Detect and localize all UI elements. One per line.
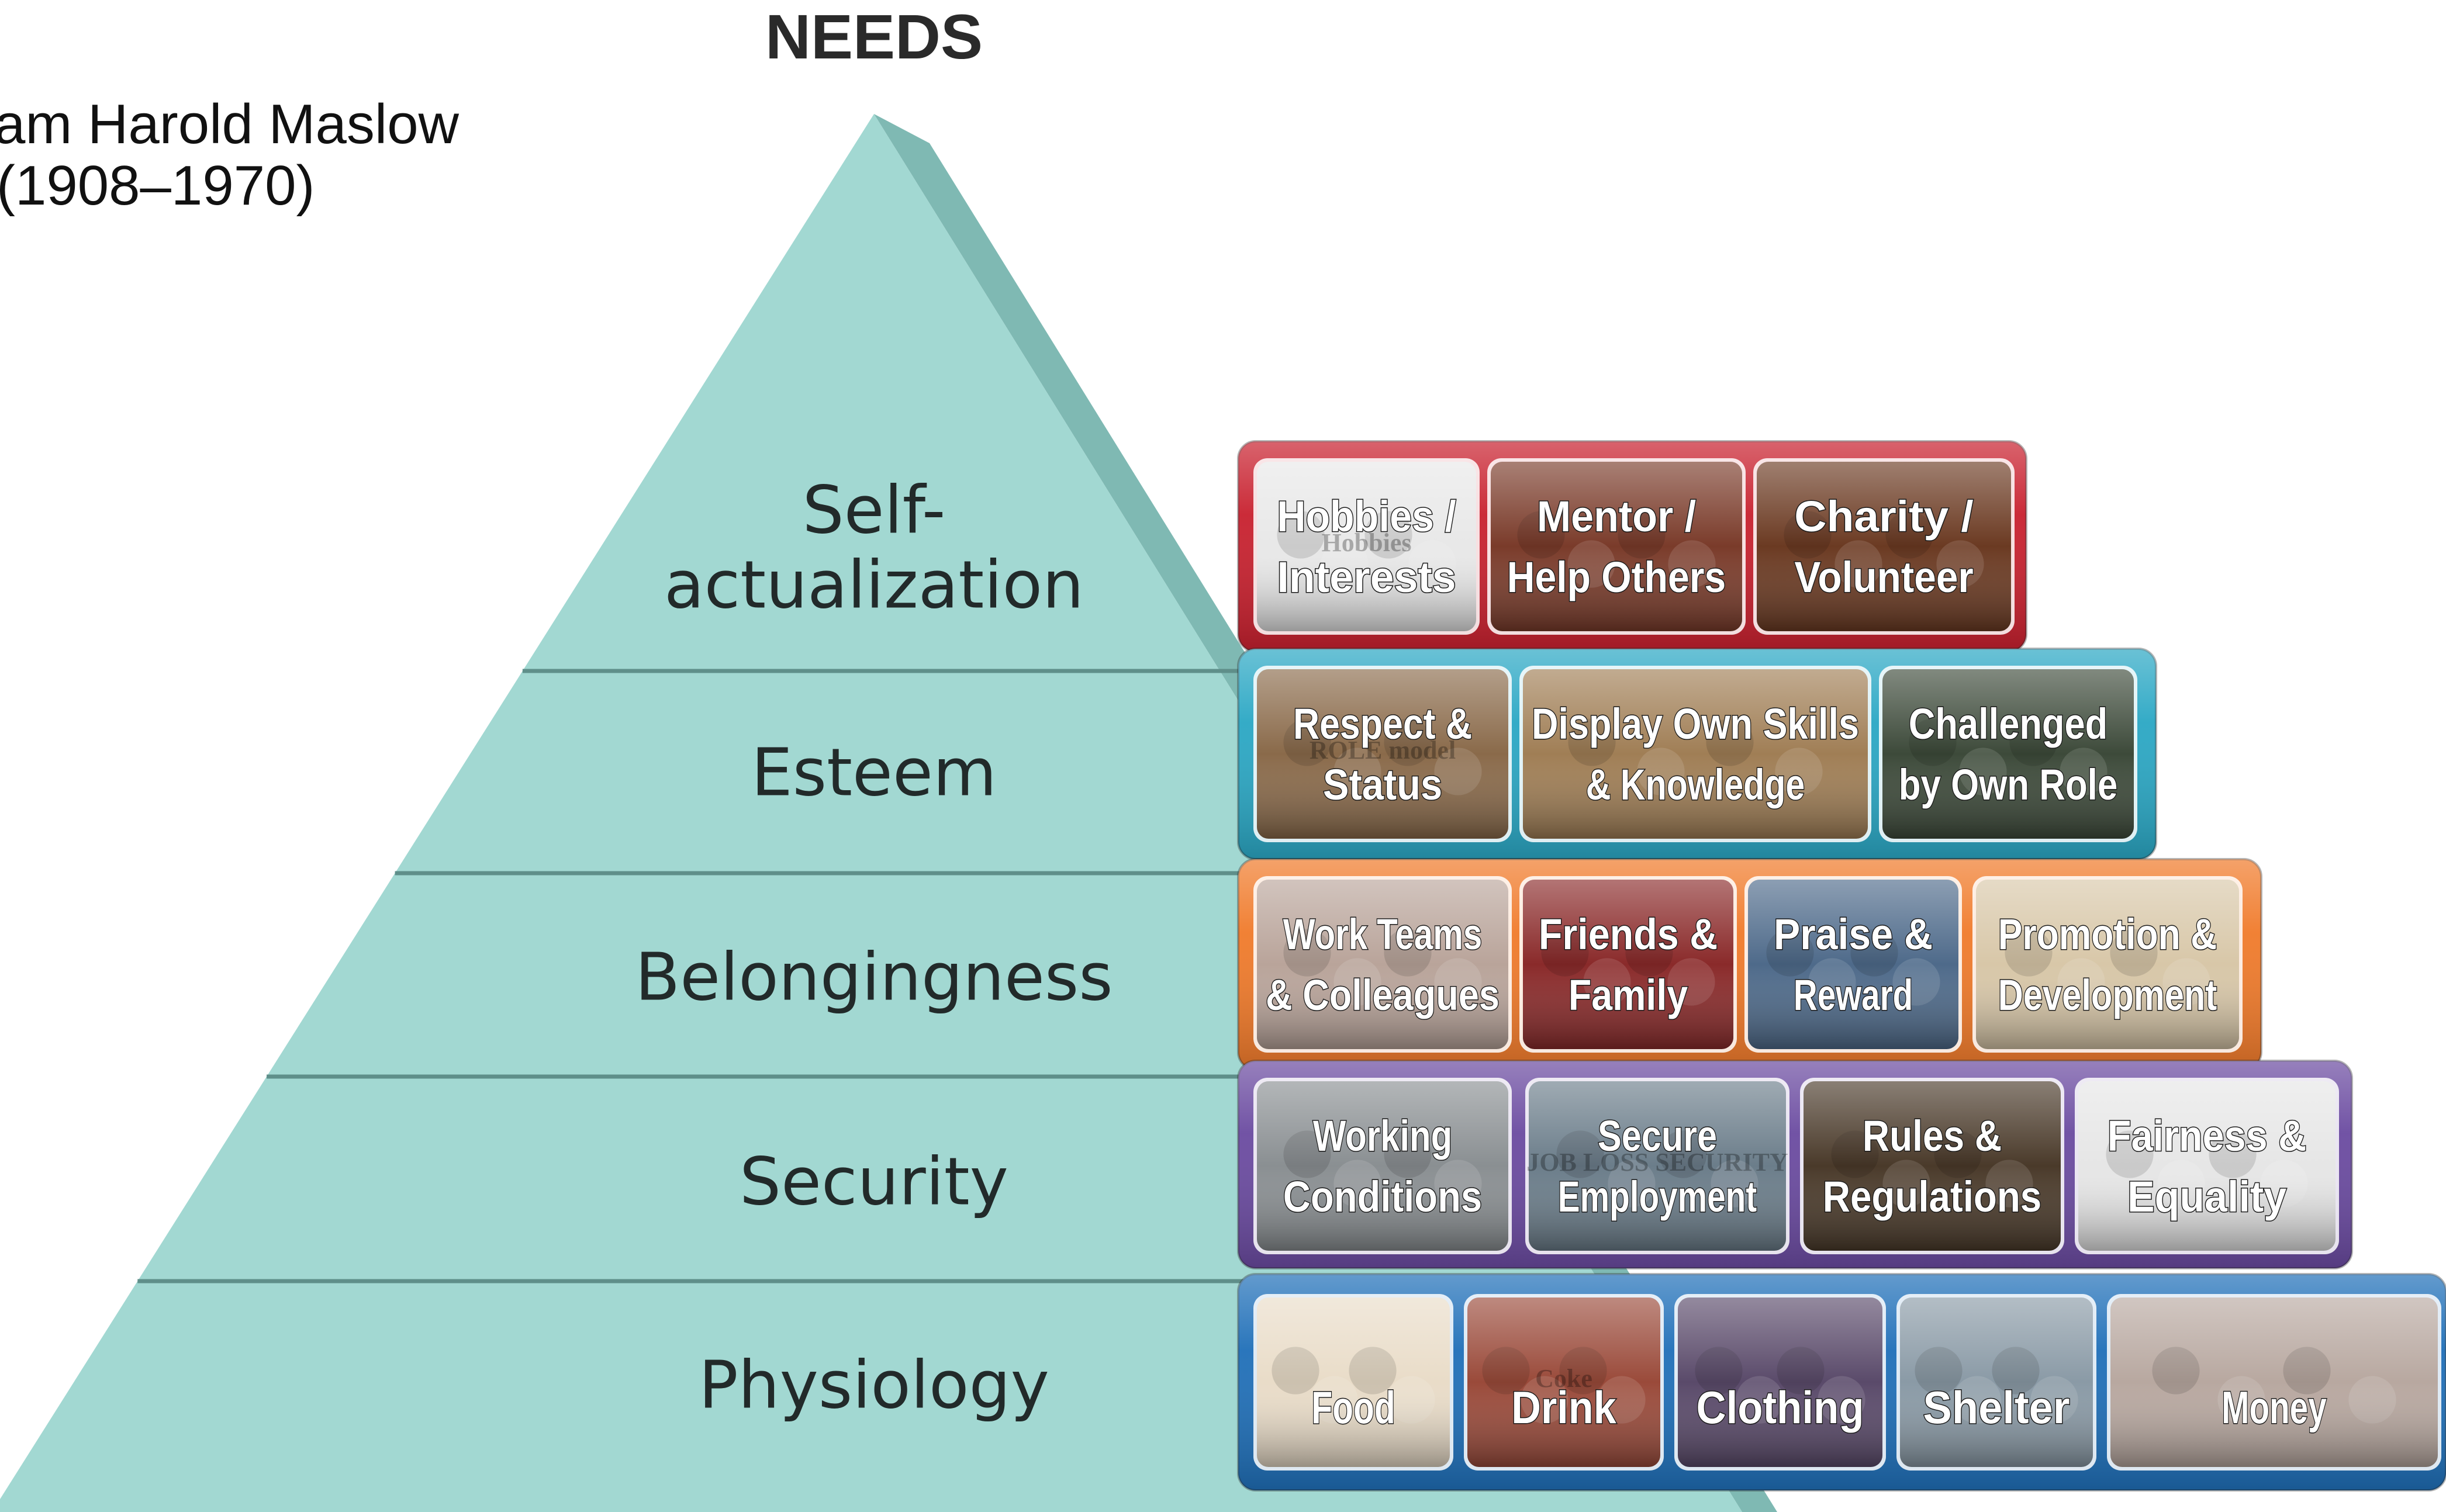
tile-picture-lettering: Hobbies [1321, 528, 1411, 557]
tile-gloss [1257, 462, 1476, 631]
tile-picture-lettering: Coke [1535, 1364, 1592, 1393]
tile-caption: Drink [1511, 1382, 1616, 1433]
tile-caption: Food [1311, 1382, 1395, 1433]
band-belongingness: Work Teams & Colleagues Friends & Family Pra… [1237, 858, 2262, 1071]
tile-caption: Development [1998, 971, 2217, 1019]
tile-caption: Rules & [1863, 1112, 2002, 1160]
tile-gloss [1804, 1081, 2061, 1251]
tile-caption: Promotion & [1998, 910, 2217, 959]
band-gloss [1238, 1061, 2352, 1268]
tile-gloss [1257, 669, 1508, 839]
tile-caption: Equality [2127, 1172, 2286, 1221]
author-years: (1908–1970) [0, 154, 315, 217]
tile-picture-lettering: ROLE model [1310, 736, 1456, 764]
tile-caption: Mentor / [1537, 492, 1696, 541]
tile-gloss [1529, 1081, 1786, 1251]
tile-caption: Charity / [1794, 492, 1973, 541]
tile-caption: Shelter [1923, 1382, 2070, 1433]
tile-gloss [1678, 1298, 1882, 1467]
tile-caption: Display Own Skills [1532, 700, 1859, 748]
tile-caption: & Knowledge [1586, 760, 1805, 809]
tile-caption: Friends & [1539, 910, 1718, 959]
tile-belongingness-3: Praise & Reward [1744, 876, 1962, 1053]
tile-gloss [1900, 1298, 2093, 1467]
tile-caption: Challenged [1909, 700, 2108, 748]
tile-caption: Praise & [1774, 910, 1933, 959]
tile-gloss [1976, 880, 2239, 1049]
tile-caption: Fairness & [2108, 1112, 2306, 1160]
tile-caption: Clothing [1696, 1382, 1864, 1433]
author-name: am Harold Maslow [0, 93, 460, 155]
tile-physiology-5: Money [2107, 1294, 2441, 1471]
tile-gloss [1748, 880, 1958, 1049]
tile-caption: Family [1569, 971, 1688, 1019]
tile-caption: Working [1313, 1112, 1452, 1160]
tile-gloss [1523, 669, 1868, 839]
tile-gloss [1257, 1298, 1450, 1467]
tile-caption: Secure [1598, 1112, 1717, 1160]
tile-caption: Work Teams [1283, 910, 1482, 959]
pyramid-label-esteem: Esteem [751, 735, 997, 811]
tile-caption: Money [2222, 1382, 2326, 1433]
tile-esteem-2: Display Own Skills & Knowledge [1519, 666, 1871, 842]
tile-physiology-3: Clothing [1674, 1294, 1886, 1471]
pyramid-label-self-actualization: Self- [803, 472, 946, 548]
tile-belongingness-1: Work Teams & Colleagues [1253, 876, 1512, 1053]
tile-gloss [1257, 880, 1508, 1049]
tile-gloss [2110, 1298, 2438, 1467]
tile-caption: Help Others [1507, 553, 1726, 601]
tile-gloss [1257, 1081, 1508, 1251]
pyramid-labels: Self-actualizationEsteemBelongingnessSec… [635, 472, 1113, 1423]
pyramid-label-belongingness: Belongingness [635, 939, 1113, 1015]
tile-caption: Reward [1794, 971, 1913, 1019]
tile-caption: Conditions [1283, 1172, 1482, 1221]
tile-esteem-3: Challenged by Own Role [1879, 666, 2137, 842]
tile-gloss [1757, 462, 2011, 631]
tile-gloss [1523, 880, 1733, 1049]
tile-gloss [1491, 462, 1742, 631]
tile-caption: Respect & [1293, 700, 1472, 748]
tile-physiology-1: Food [1253, 1294, 1453, 1471]
tile-caption: Status [1323, 760, 1442, 809]
pyramid-label-physiology: Physiology [699, 1347, 1049, 1423]
tile-caption: Regulations [1823, 1172, 2041, 1221]
pyramid-label-self-actualization: actualization [664, 547, 1084, 623]
pyramid-label-security: Security [740, 1144, 1008, 1220]
tile-caption: & Colleagues [1266, 971, 1500, 1019]
tile-caption: Hobbies / [1277, 492, 1456, 541]
tile-caption: Employment [1558, 1172, 1757, 1221]
tile-caption: Interests [1277, 553, 1456, 601]
tile-picture-lettering: JOB LOSS SECURITY [1526, 1148, 1788, 1177]
tile-gloss [1467, 1298, 1660, 1467]
tile-caption: by Own Role [1899, 760, 2117, 809]
tile-security-3: Rules & Regulations [1800, 1078, 2064, 1254]
tile-belongingness-4: Promotion & Development [1972, 876, 2243, 1053]
tile-security-4: Fairness & Equality [2075, 1078, 2339, 1254]
tile-caption: Volunteer [1794, 553, 1973, 601]
needs-title: NEEDS [765, 1, 983, 72]
tile-gloss [1882, 669, 2134, 839]
tile-self-actualization-2: Mentor / Help Others [1487, 458, 1746, 635]
tile-self-actualization-3: Charity / Volunteer [1753, 458, 2015, 635]
tile-physiology-4: Shelter [1896, 1294, 2096, 1471]
tile-belongingness-2: Friends & Family [1519, 876, 1737, 1053]
tile-gloss [2078, 1081, 2336, 1251]
